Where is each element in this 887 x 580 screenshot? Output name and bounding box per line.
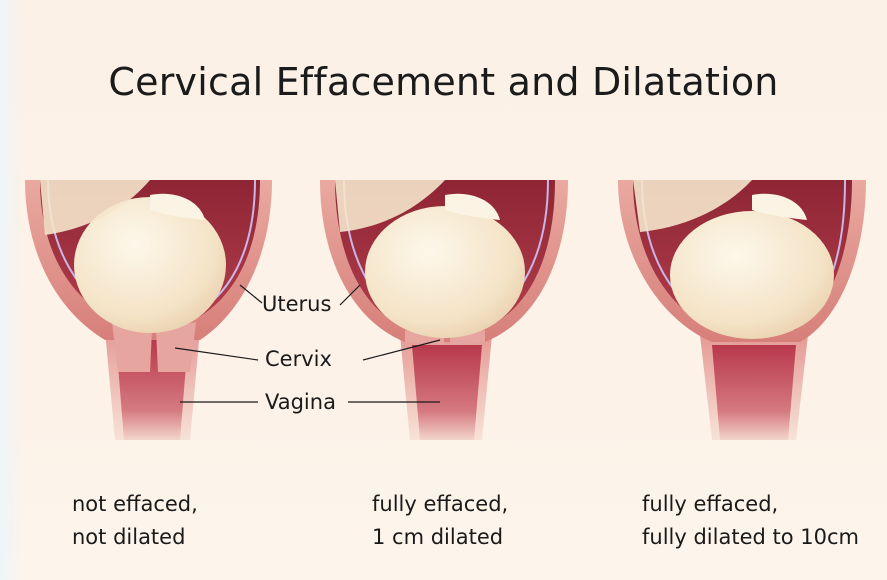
stage-3-caption: fully effaced, fully dilated to 10cm: [642, 488, 859, 554]
stage-1-caption-line1: not effaced,: [72, 488, 198, 521]
stage-3-caption-line2: fully dilated to 10cm: [642, 521, 859, 554]
stage-3-illustration: [618, 180, 866, 440]
stage-1-caption-line2: not dilated: [72, 521, 198, 554]
stage-2-caption-line1: fully effaced,: [372, 488, 508, 521]
stage-1-illustration: [25, 180, 272, 440]
stage-2-illustration: [320, 180, 568, 440]
label-cervix: Cervix: [265, 347, 332, 371]
stage-3-caption-line1: fully effaced,: [642, 488, 859, 521]
label-vagina: Vagina: [265, 390, 336, 414]
stage-2-caption-line2: 1 cm dilated: [372, 521, 508, 554]
stage-1-caption: not effaced, not dilated: [72, 488, 198, 554]
label-uterus: Uterus: [262, 292, 331, 316]
stage-2-caption: fully effaced, 1 cm dilated: [372, 488, 508, 554]
